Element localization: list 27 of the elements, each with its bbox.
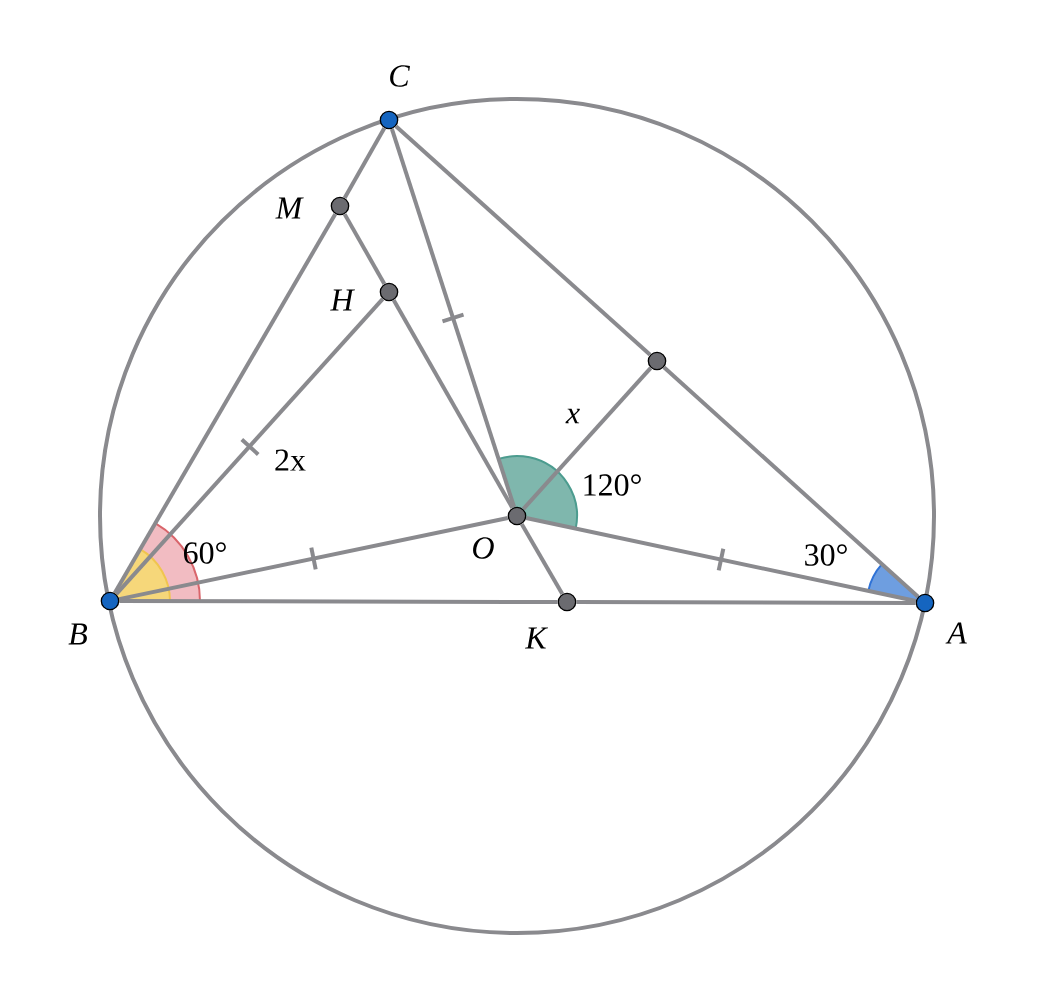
point-label: K: [524, 627, 549, 649]
point-label: H: [330, 289, 355, 311]
point-label: C: [390, 65, 410, 87]
segment: [662, 365, 920, 599]
edge-label: 2x: [275, 449, 306, 471]
angle-label: 120°: [584, 474, 641, 496]
segment: [389, 128, 517, 508]
segment: [112, 213, 338, 594]
segment: [119, 599, 558, 604]
point-label: B: [68, 623, 88, 645]
segment: [342, 127, 387, 199]
segment: [394, 124, 652, 357]
point-label: O: [473, 537, 494, 559]
angle-label: 60°: [184, 542, 226, 564]
segment: [525, 516, 917, 603]
segment: [519, 523, 565, 595]
segment: [576, 600, 916, 605]
edge-label: x: [565, 408, 580, 424]
point: [647, 351, 667, 371]
point-label: A: [945, 622, 967, 644]
segment: [342, 213, 387, 285]
point-label: M: [275, 197, 304, 219]
segment: [521, 366, 653, 511]
segment: [114, 297, 385, 596]
segment: [118, 515, 509, 602]
segment: [391, 299, 515, 509]
angle-label: 30°: [805, 544, 847, 566]
